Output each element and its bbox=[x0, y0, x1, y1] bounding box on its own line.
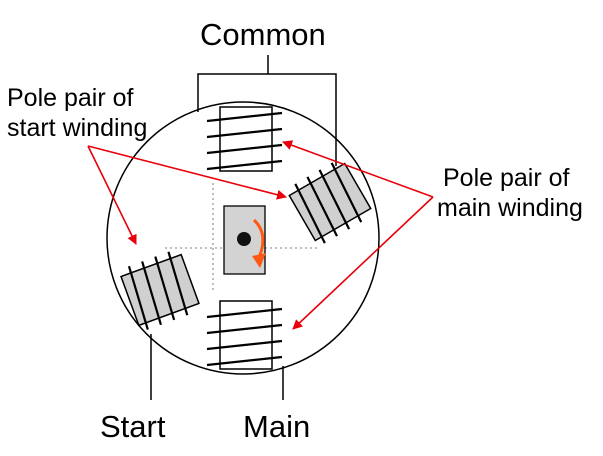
bottom-main-pole bbox=[206, 300, 283, 370]
label-main-pole-line2: main winding bbox=[437, 194, 583, 222]
upper-right-start-pole bbox=[288, 162, 372, 244]
rotor-shaft bbox=[237, 232, 251, 246]
common-wiring bbox=[197, 55, 337, 166]
label-common: Common bbox=[200, 17, 326, 52]
main-winding-arrows bbox=[282, 140, 434, 330]
start-winding-arrows bbox=[87, 145, 287, 245]
stator-circle bbox=[106, 101, 380, 375]
label-start-pole-line1: Pole pair of bbox=[7, 84, 134, 112]
lower-left-start-pole bbox=[120, 251, 200, 330]
label-start: Start bbox=[100, 409, 166, 444]
label-main: Main bbox=[243, 409, 310, 444]
label-start-pole-line2: start winding bbox=[7, 114, 147, 142]
top-main-pole bbox=[206, 106, 283, 172]
rotation-arrow-icon bbox=[252, 218, 266, 268]
dotted-axes bbox=[165, 183, 320, 290]
label-main-pole-line1: Pole pair of bbox=[443, 164, 570, 192]
